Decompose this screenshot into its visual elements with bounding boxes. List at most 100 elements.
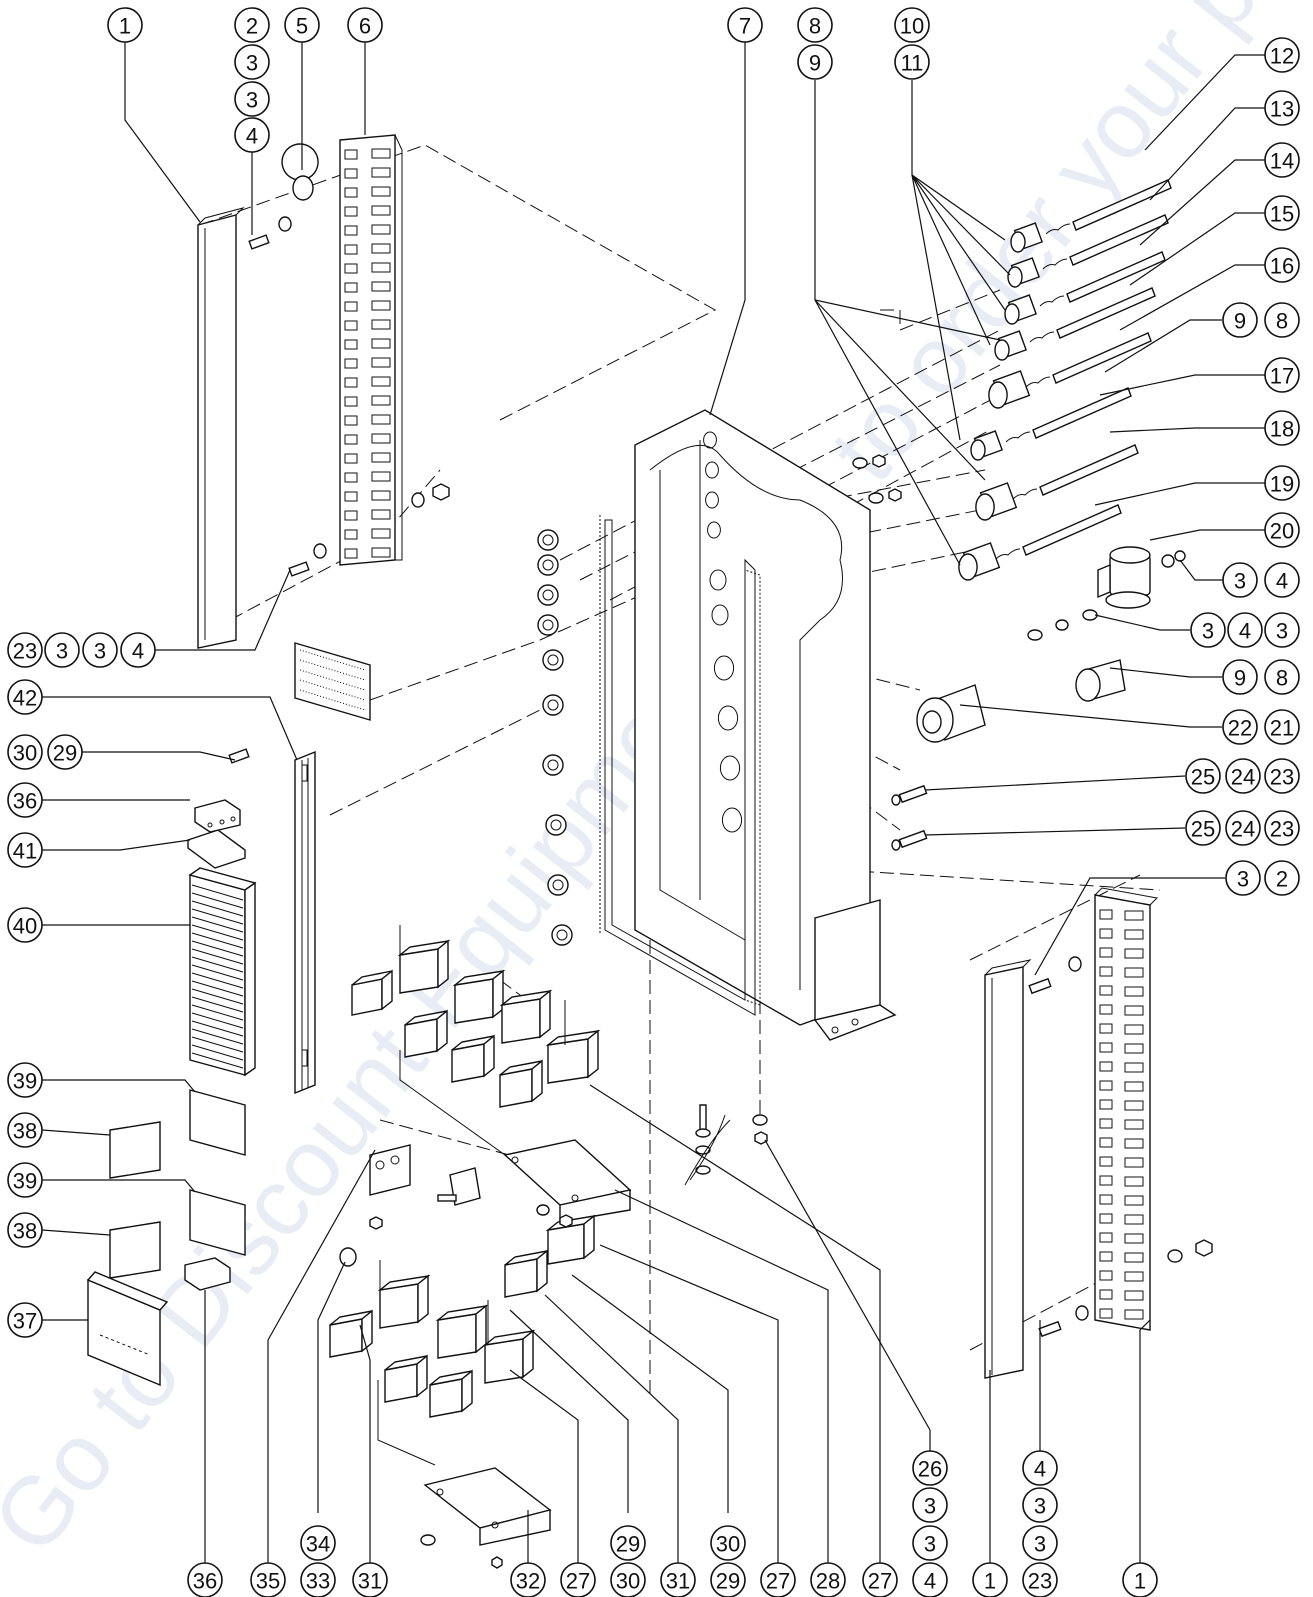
callout-bubble-25: 25	[1185, 758, 1221, 794]
relay	[545, 1214, 597, 1265]
slot-left	[344, 206, 358, 217]
callout-bubble-38: 38	[7, 1112, 43, 1148]
relay	[545, 1029, 601, 1084]
callout-bubble-21: 21	[1264, 709, 1300, 745]
callout-bubble-9: 9	[1222, 302, 1258, 338]
callout-number: 40	[13, 914, 37, 939]
slot-right	[1124, 1214, 1144, 1225]
callout-bubble-8: 8	[1264, 302, 1300, 338]
slot-right	[371, 528, 391, 539]
callout-number: 17	[1270, 364, 1294, 389]
relay	[435, 1304, 489, 1359]
callout-bubble-3: 3	[1022, 1487, 1058, 1523]
perforated-plate	[294, 642, 371, 721]
callout-bubble-9: 9	[797, 44, 833, 80]
slot-left	[344, 168, 358, 179]
relay	[482, 1329, 536, 1384]
relay	[499, 1059, 543, 1108]
leader-lines	[41, 42, 1265, 1565]
callout-number: 4	[1276, 569, 1288, 594]
callout-number: 9	[1234, 309, 1246, 334]
callout-bubble-1: 1	[1122, 1562, 1158, 1597]
callout-number: 31	[358, 1569, 382, 1594]
cable-gland	[1010, 179, 1172, 253]
relay-plate-lower	[420, 1467, 552, 1569]
terminal-line	[191, 1012, 244, 1029]
control-module	[86, 1271, 169, 1387]
callout-bubble-26: 26	[912, 1450, 948, 1486]
terminal-line	[191, 908, 244, 925]
slot-right	[371, 414, 391, 425]
hole	[707, 521, 721, 539]
slot-left	[344, 415, 358, 426]
slot-left	[1099, 1175, 1113, 1186]
callout-bubble-3: 3	[912, 1525, 948, 1561]
callout-bubble-14: 14	[1264, 142, 1300, 178]
terminal-line	[191, 884, 244, 901]
slot-right	[371, 243, 391, 254]
callout-number: 3	[1237, 867, 1249, 892]
slot-left	[1099, 1194, 1113, 1205]
callout-bubble-23: 23	[1022, 1562, 1058, 1597]
callout-number: 11	[901, 51, 924, 76]
callout-number: 8	[1276, 309, 1288, 334]
callout-number: 26	[918, 1457, 942, 1482]
callout-number: 33	[306, 1569, 330, 1594]
slot-right	[1124, 910, 1144, 921]
callout-bubble-11: 11	[894, 44, 930, 80]
callout-bubble-3: 3	[1222, 562, 1258, 598]
hole	[705, 461, 719, 479]
callout-number: 19	[1270, 472, 1294, 497]
callout-bubble-29: 29	[47, 734, 83, 770]
star-washer	[547, 874, 569, 896]
slot-right	[1124, 1100, 1144, 1111]
callout-bubble-28: 28	[810, 1562, 846, 1597]
slot-left	[344, 396, 358, 407]
relay	[397, 939, 451, 994]
callout-number: 41	[13, 839, 37, 864]
slot-array	[344, 148, 391, 559]
callout-number: 34	[306, 1532, 330, 1557]
hole	[711, 604, 729, 626]
slot-left	[1099, 1061, 1113, 1072]
callout-bubble-31: 31	[660, 1562, 696, 1597]
cable-gland-column	[958, 179, 1172, 581]
callout-bubble-8: 8	[1264, 659, 1300, 695]
callout-bubble-24: 24	[1225, 758, 1261, 794]
callout-bubble-3: 3	[234, 81, 270, 117]
callout-bubble-3: 3	[1022, 1525, 1058, 1561]
callout-number: 37	[13, 1309, 37, 1334]
hole	[721, 807, 743, 833]
slot-left	[1099, 1137, 1113, 1148]
callout-number: 36	[13, 789, 37, 814]
callout-bubble-19: 19	[1264, 465, 1300, 501]
callout-bubble-30: 30	[710, 1525, 746, 1561]
relay	[504, 1249, 548, 1298]
terminal-line	[191, 1028, 244, 1045]
callout-number: 35	[256, 1569, 280, 1594]
slot-right	[1124, 1005, 1144, 1016]
hole	[705, 491, 719, 509]
callout-number: 27	[566, 1569, 590, 1594]
slot-left	[1099, 1023, 1113, 1034]
frame-top-washers	[536, 454, 902, 1228]
slot-right	[371, 300, 391, 311]
callout-bubble-4: 4	[912, 1562, 948, 1597]
callout-number: 1	[1134, 1569, 1146, 1594]
callout-number: 22	[1228, 716, 1252, 741]
slot-right	[371, 357, 391, 368]
callout-bubble-5: 5	[284, 7, 320, 43]
callout-bubble-3: 3	[82, 632, 118, 668]
callout-number: 3	[1034, 1532, 1046, 1557]
slot-left	[1099, 966, 1113, 977]
callout-bubble-17: 17	[1264, 357, 1300, 393]
enclosure-holes	[703, 431, 743, 833]
callout-bubble-31: 31	[352, 1562, 388, 1597]
callout-number: 23	[1270, 817, 1294, 842]
relay	[429, 1369, 473, 1418]
callout-number: 18	[1270, 417, 1294, 442]
callout-bubble-22: 22	[1222, 709, 1258, 745]
callout-number: 3	[924, 1494, 936, 1519]
callout-number: 30	[616, 1569, 640, 1594]
